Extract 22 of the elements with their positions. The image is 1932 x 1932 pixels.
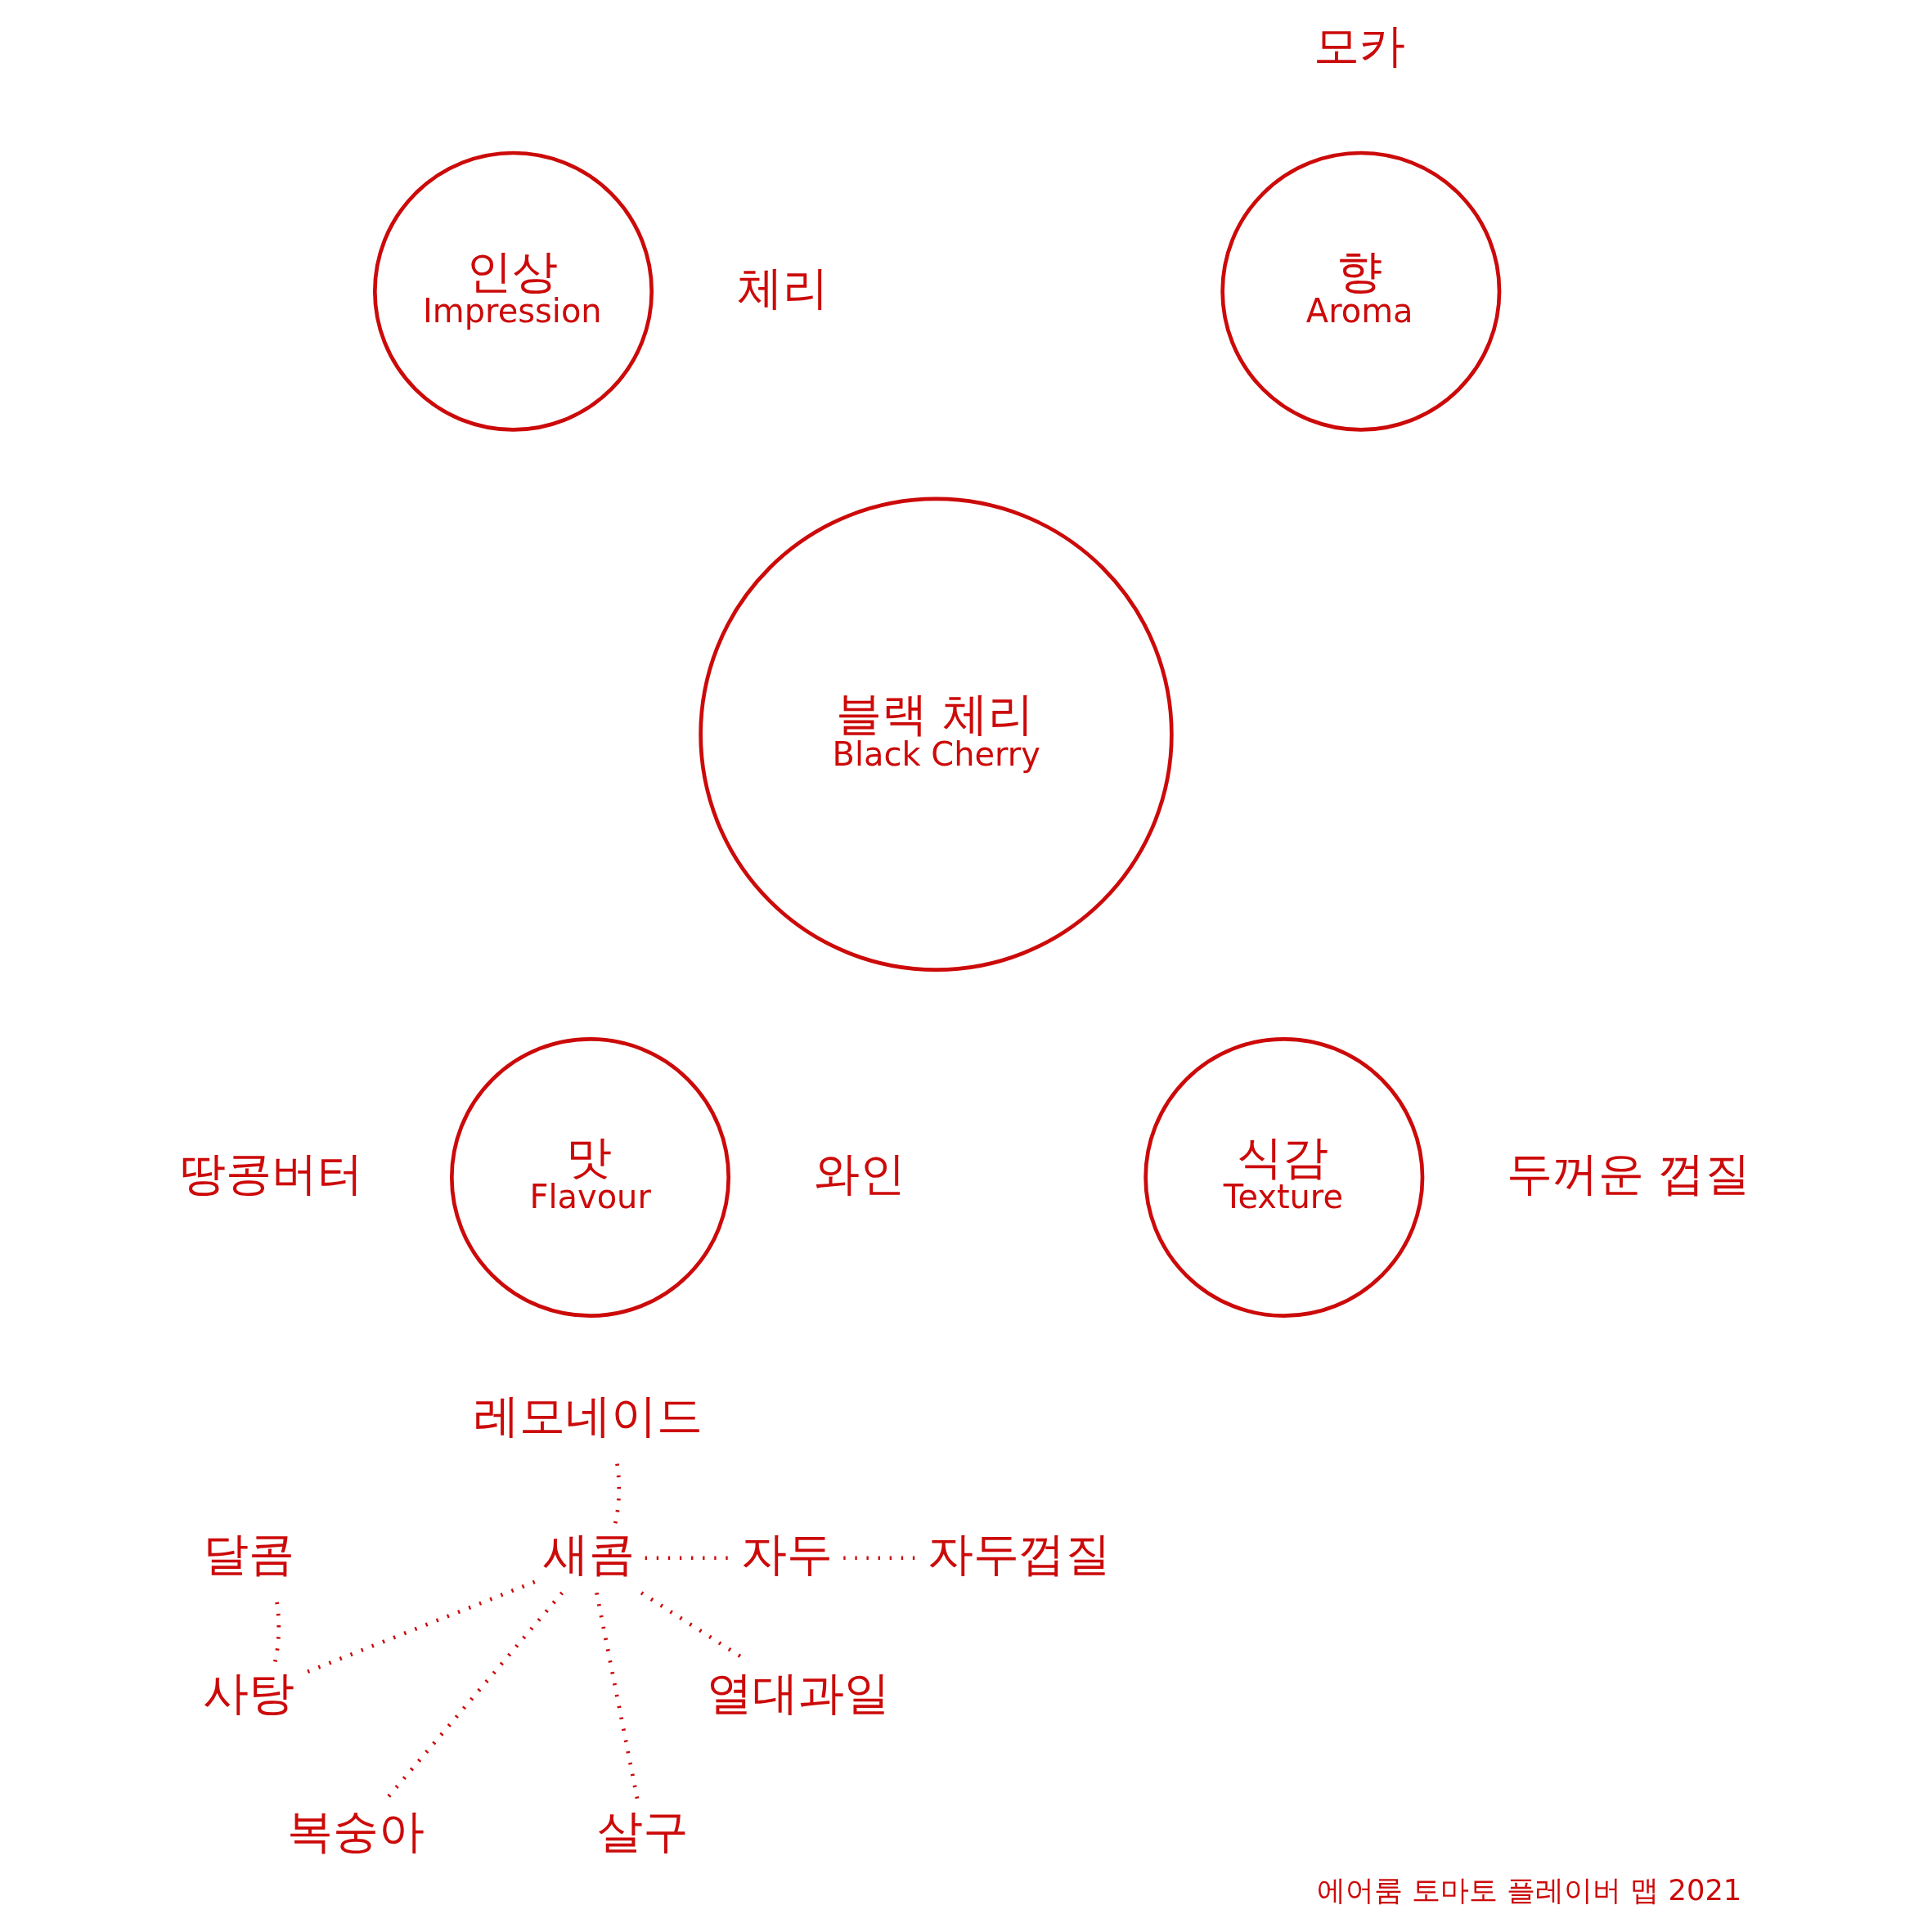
node-circle: 블랙 체리 Black Cherry	[698, 496, 1174, 973]
node-text: 복숭아	[286, 1804, 425, 1858]
connector	[640, 1591, 749, 1664]
node-text: 새콤	[542, 1527, 635, 1581]
node-text: 자두껍질	[927, 1527, 1111, 1581]
connector	[594, 1592, 640, 1800]
node-text: 살구	[596, 1804, 689, 1858]
node-label: 두꺼운 껍질	[1506, 1147, 1750, 1201]
node-text: 레모네이드	[473, 1389, 703, 1443]
node-circle: 인상 Impression	[372, 151, 654, 432]
node-label: 와인	[813, 1147, 905, 1201]
node-label: 체리	[736, 260, 829, 314]
node-label: 땅콩버터	[179, 1147, 363, 1201]
caption: 에어룸 토마토 플레이버 맵 2021	[1316, 1873, 1741, 1907]
node-circle: 식감 Texture	[1143, 1036, 1424, 1319]
node-text: 사탕	[202, 1665, 294, 1719]
node-text: 자두	[740, 1527, 833, 1581]
node-label: 모카	[1313, 18, 1405, 72]
node-text: 열대과일	[706, 1665, 890, 1719]
node-circle: 맛 Flavour	[449, 1036, 730, 1319]
node-circle: 향 Aroma	[1220, 151, 1501, 432]
node-text: 달콤	[202, 1527, 294, 1581]
